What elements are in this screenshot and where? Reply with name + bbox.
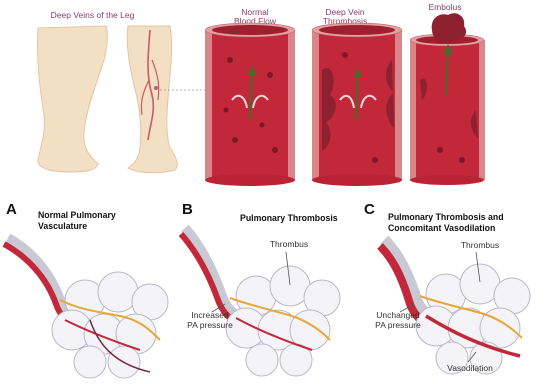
thrombus-label-b: Thrombus [264, 240, 314, 250]
panel-c-letter: C [364, 201, 375, 218]
panel-b-title: Pulmonary Thrombosis [240, 213, 338, 224]
panel-a-illustration [4, 238, 168, 378]
panel-a-title: Normal Pulmonary Vasculature [38, 210, 116, 232]
panel-c-title: Pulmonary Thrombosis and Concomitant Vas… [388, 212, 504, 234]
thrombus-label-c: Thrombus [455, 241, 505, 251]
left-leg [37, 26, 107, 172]
legs-illustration [37, 26, 220, 173]
pressure-label-c: Unchanged PA pressure [373, 311, 423, 330]
pressure-label-b: Increased PA pressure [186, 311, 234, 330]
vasodilation-label: Vasodilation [440, 364, 500, 374]
panel-c-illustration [380, 240, 530, 374]
embolus-clot [432, 13, 466, 42]
vessel-embolus [410, 13, 485, 185]
vessel-dvt [312, 23, 402, 186]
panel-a-letter: A [6, 201, 17, 218]
panel-b-letter: B [182, 201, 193, 218]
vessel-normal [205, 23, 295, 186]
panel-b-illustration [181, 228, 340, 376]
leg-vein-marker [154, 86, 158, 90]
